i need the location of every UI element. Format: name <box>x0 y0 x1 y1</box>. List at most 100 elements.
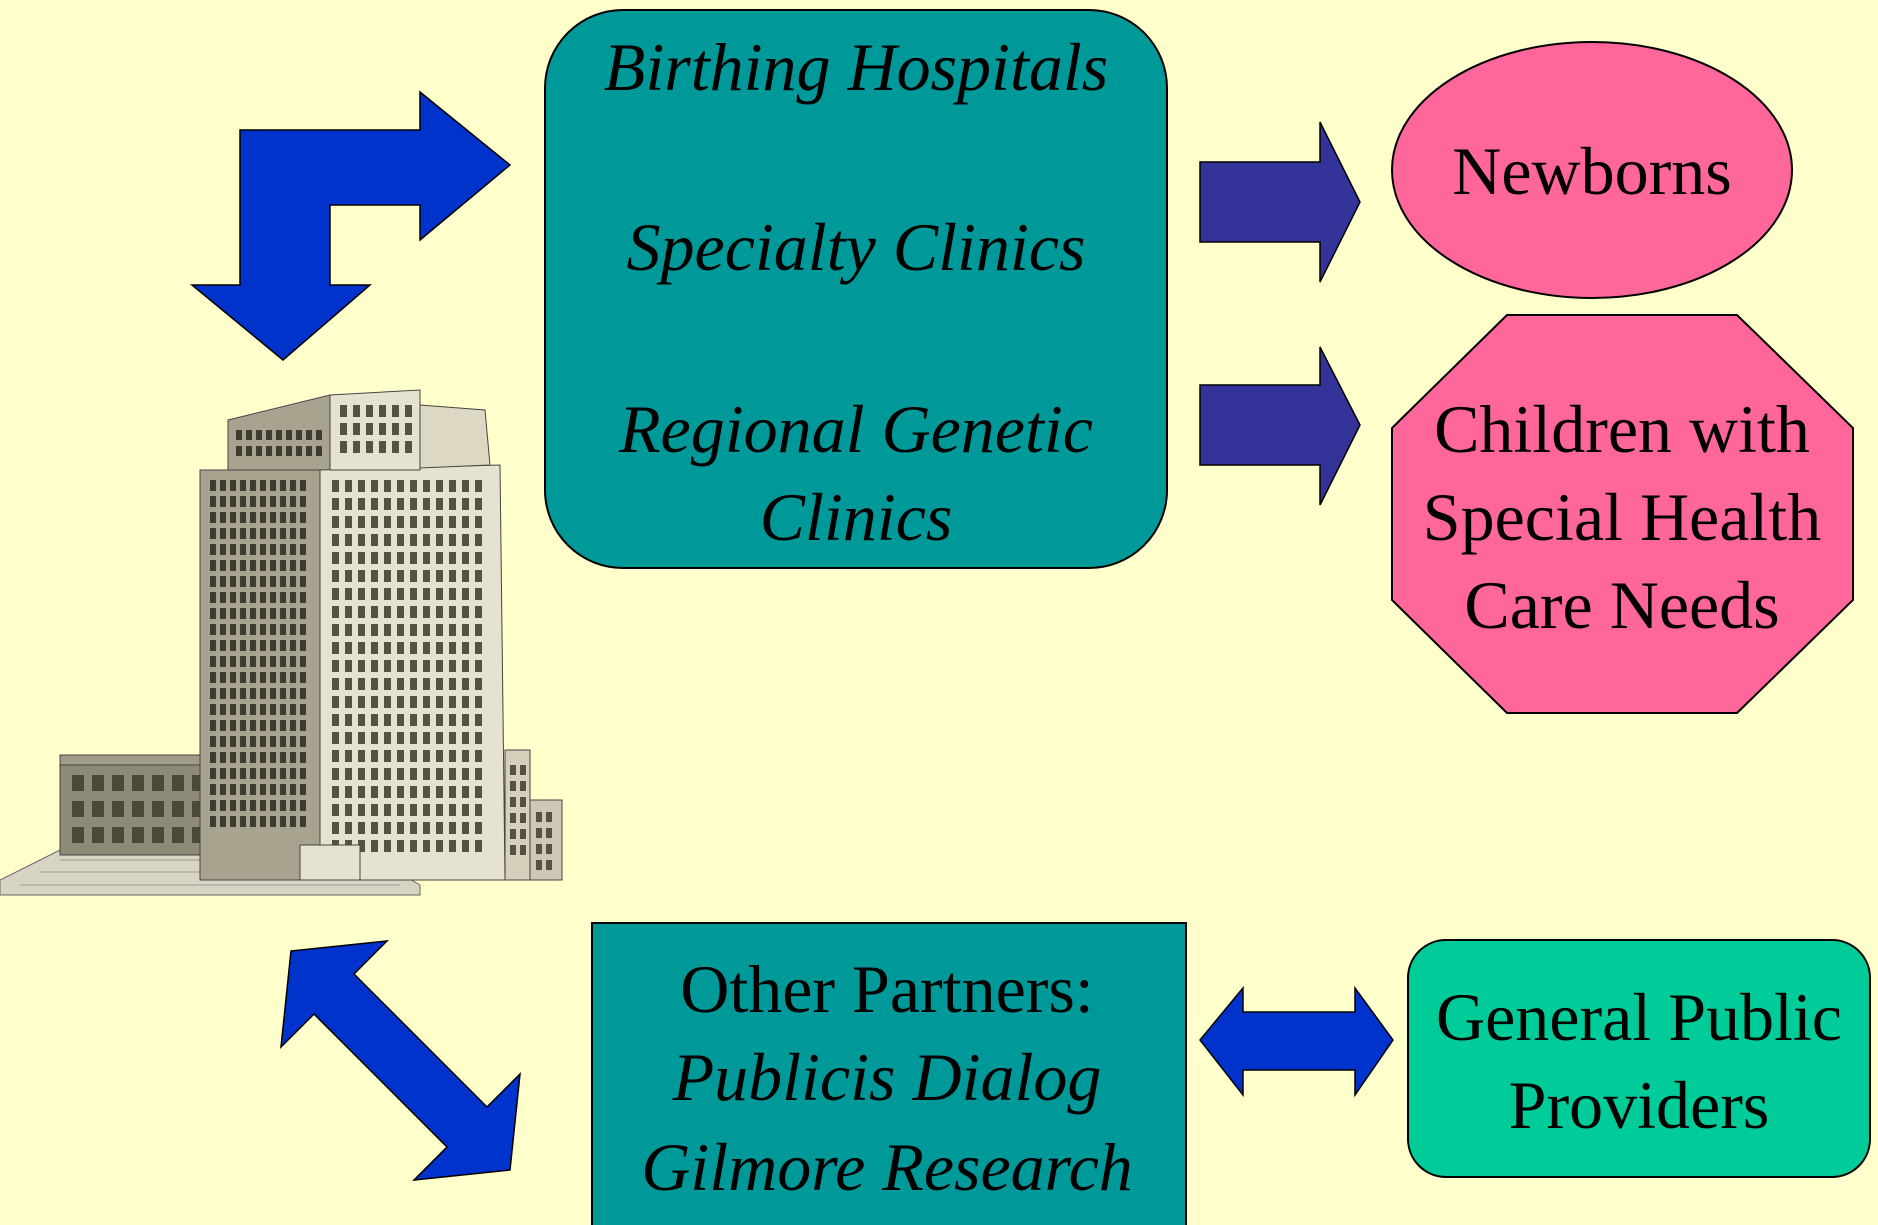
building-window <box>475 696 482 708</box>
building-window <box>240 720 246 731</box>
building-window <box>436 498 443 510</box>
building-window <box>230 736 236 747</box>
building-window <box>366 405 373 417</box>
building-window <box>220 512 226 523</box>
building-window <box>290 592 296 603</box>
building-window <box>240 640 246 651</box>
building-window <box>210 672 216 683</box>
building-window <box>397 642 404 654</box>
building-window <box>436 804 443 816</box>
building-window <box>358 516 365 528</box>
building-window <box>384 606 391 618</box>
building-window <box>220 528 226 539</box>
building-window <box>371 696 378 708</box>
building-window <box>436 786 443 798</box>
building-window <box>423 732 430 744</box>
building-window <box>410 480 417 492</box>
general-public-box: General Public Providers <box>1407 939 1871 1178</box>
building-window <box>520 765 526 775</box>
building-window <box>332 498 339 510</box>
building-window <box>270 576 276 587</box>
building-window <box>366 423 373 435</box>
cshcn-octagon: Children with Special Health Care Needs <box>1391 314 1854 714</box>
building-window <box>250 608 256 619</box>
building-window <box>384 840 391 852</box>
building-window <box>410 714 417 726</box>
birthing-hospitals-label: Birthing Hospitals <box>604 29 1108 105</box>
building-window <box>358 822 365 834</box>
building-window <box>449 804 456 816</box>
building-window <box>260 624 266 635</box>
building-window <box>358 714 365 726</box>
building-window <box>405 405 412 417</box>
building-window <box>260 480 266 491</box>
building-window <box>397 786 404 798</box>
building-window <box>220 480 226 491</box>
building-window <box>332 606 339 618</box>
building-window <box>358 696 365 708</box>
building-window <box>462 570 469 582</box>
building-window <box>210 752 216 763</box>
building-window <box>266 446 272 456</box>
building-window <box>230 624 236 635</box>
building-window <box>475 570 482 582</box>
building-window <box>240 608 246 619</box>
building-window <box>462 768 469 780</box>
building-window <box>371 804 378 816</box>
building-window <box>353 405 360 417</box>
care-needs-label: Care Needs <box>1464 567 1779 643</box>
building-window <box>332 804 339 816</box>
building-window <box>240 512 246 523</box>
building-window <box>462 624 469 636</box>
building-window <box>332 516 339 528</box>
building-window <box>423 660 430 672</box>
building-window <box>423 480 430 492</box>
building-window <box>392 405 399 417</box>
building-window <box>371 606 378 618</box>
building-window <box>332 552 339 564</box>
building-window <box>230 640 236 651</box>
building-window <box>290 512 296 523</box>
building-window <box>436 750 443 762</box>
providers-box: Birthing Hospitals Specialty Clinics Reg… <box>544 9 1168 569</box>
building-window <box>246 446 252 456</box>
gilmore-research-label: Gilmore Research <box>641 1129 1133 1205</box>
building-window <box>345 606 352 618</box>
building-window <box>276 430 282 440</box>
building-window <box>345 534 352 546</box>
building-window <box>449 750 456 762</box>
building-window <box>220 752 226 763</box>
building-window <box>230 720 236 731</box>
building-window <box>345 786 352 798</box>
building-window <box>345 570 352 582</box>
building-window <box>332 750 339 762</box>
publicis-dialog-label: Publicis Dialog <box>672 1039 1102 1115</box>
building-window <box>260 528 266 539</box>
building-window <box>423 768 430 780</box>
building-window <box>423 552 430 564</box>
building-window <box>358 480 365 492</box>
building-window <box>475 750 482 762</box>
building-window <box>358 588 365 600</box>
building-window <box>260 720 266 731</box>
building-window <box>280 784 286 795</box>
building-window <box>280 768 286 779</box>
building-window <box>210 704 216 715</box>
building-window <box>290 560 296 571</box>
building-window <box>436 588 443 600</box>
building-window <box>340 423 347 435</box>
building-window <box>260 816 266 827</box>
building-window <box>332 588 339 600</box>
building-window <box>410 570 417 582</box>
building-window <box>270 480 276 491</box>
building-window <box>546 812 552 822</box>
building-window <box>358 840 365 852</box>
building-window <box>250 496 256 507</box>
building-window <box>436 840 443 852</box>
building-window <box>300 720 306 731</box>
building-window <box>220 688 226 699</box>
building-window <box>462 804 469 816</box>
building-window <box>397 588 404 600</box>
building-window <box>306 446 312 456</box>
building-window <box>462 660 469 672</box>
